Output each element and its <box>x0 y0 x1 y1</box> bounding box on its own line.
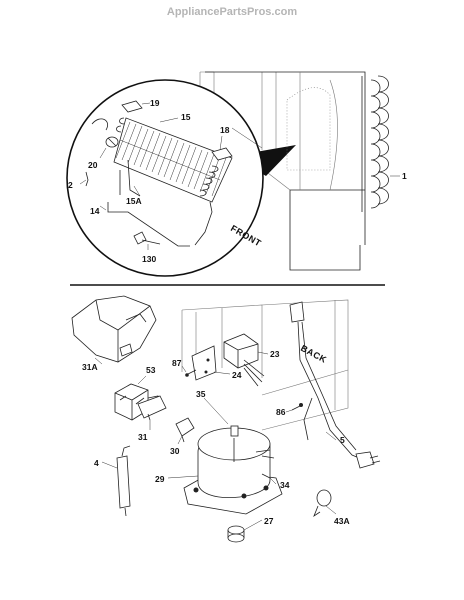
callout-4: 4 <box>94 458 99 468</box>
callout-27: 27 <box>264 516 274 526</box>
callout-14: 14 <box>90 206 100 216</box>
part-4-drier <box>116 445 131 517</box>
part-53-relay <box>114 383 161 421</box>
cabinet-bottom-view <box>181 299 349 431</box>
callout-29: 29 <box>155 474 165 484</box>
part-31a-cover <box>71 295 157 363</box>
part-87-screw <box>185 369 197 377</box>
part-29-compressor <box>183 425 283 515</box>
part-20-thermal-device <box>91 118 119 148</box>
part-130-screw <box>133 231 161 245</box>
watermark: AppliancePartsPros.com <box>167 6 297 18</box>
callout-31: 31 <box>138 432 148 442</box>
part-18-pad <box>211 147 233 161</box>
callout-53: 53 <box>146 365 156 375</box>
part-23-starter <box>223 333 265 387</box>
callout-87: 87 <box>172 358 182 368</box>
callout-34: 34 <box>280 480 290 490</box>
callout-2: 2 <box>68 180 73 190</box>
condenser-coil <box>113 117 233 246</box>
part-86-screw <box>291 403 303 411</box>
part-24-bracket <box>191 345 217 381</box>
callout-18: 18 <box>220 125 230 135</box>
part-30-terminal <box>175 417 195 443</box>
bottom-callouts: 31A 53 87 24 23 35 86 31 30 5 4 29 34 27… <box>82 349 350 526</box>
cabinet-rear-view <box>199 71 400 271</box>
part-14-tube <box>107 202 190 247</box>
callout-130: 130 <box>142 254 156 264</box>
callout-31a: 31A <box>82 362 98 372</box>
callout-23: 23 <box>270 349 280 359</box>
callout-43a: 43A <box>334 516 350 526</box>
part-2-clip <box>85 171 89 187</box>
callout-30: 30 <box>170 446 180 456</box>
callout-20: 20 <box>88 160 98 170</box>
callout-86: 86 <box>276 407 286 417</box>
callout-19: 19 <box>150 98 160 108</box>
part-5-power-cord <box>289 301 381 469</box>
back-label: BACK <box>299 343 328 365</box>
callout-35: 35 <box>196 389 206 399</box>
part-19-pad <box>121 100 143 113</box>
part-43a-clamp <box>313 489 332 518</box>
magnified-detail-circle <box>66 79 264 277</box>
part-34-clip <box>261 473 271 479</box>
callout-15a: 15A <box>126 196 142 206</box>
callout-24: 24 <box>232 370 242 380</box>
callout-5: 5 <box>340 435 345 445</box>
top-callouts: 19 15 18 20 2 15A 14 130 1 <box>68 98 407 264</box>
callout-15: 15 <box>181 112 191 122</box>
part-27-grommet <box>227 525 245 543</box>
callout-1: 1 <box>402 171 407 181</box>
part-31-overload <box>137 395 167 421</box>
